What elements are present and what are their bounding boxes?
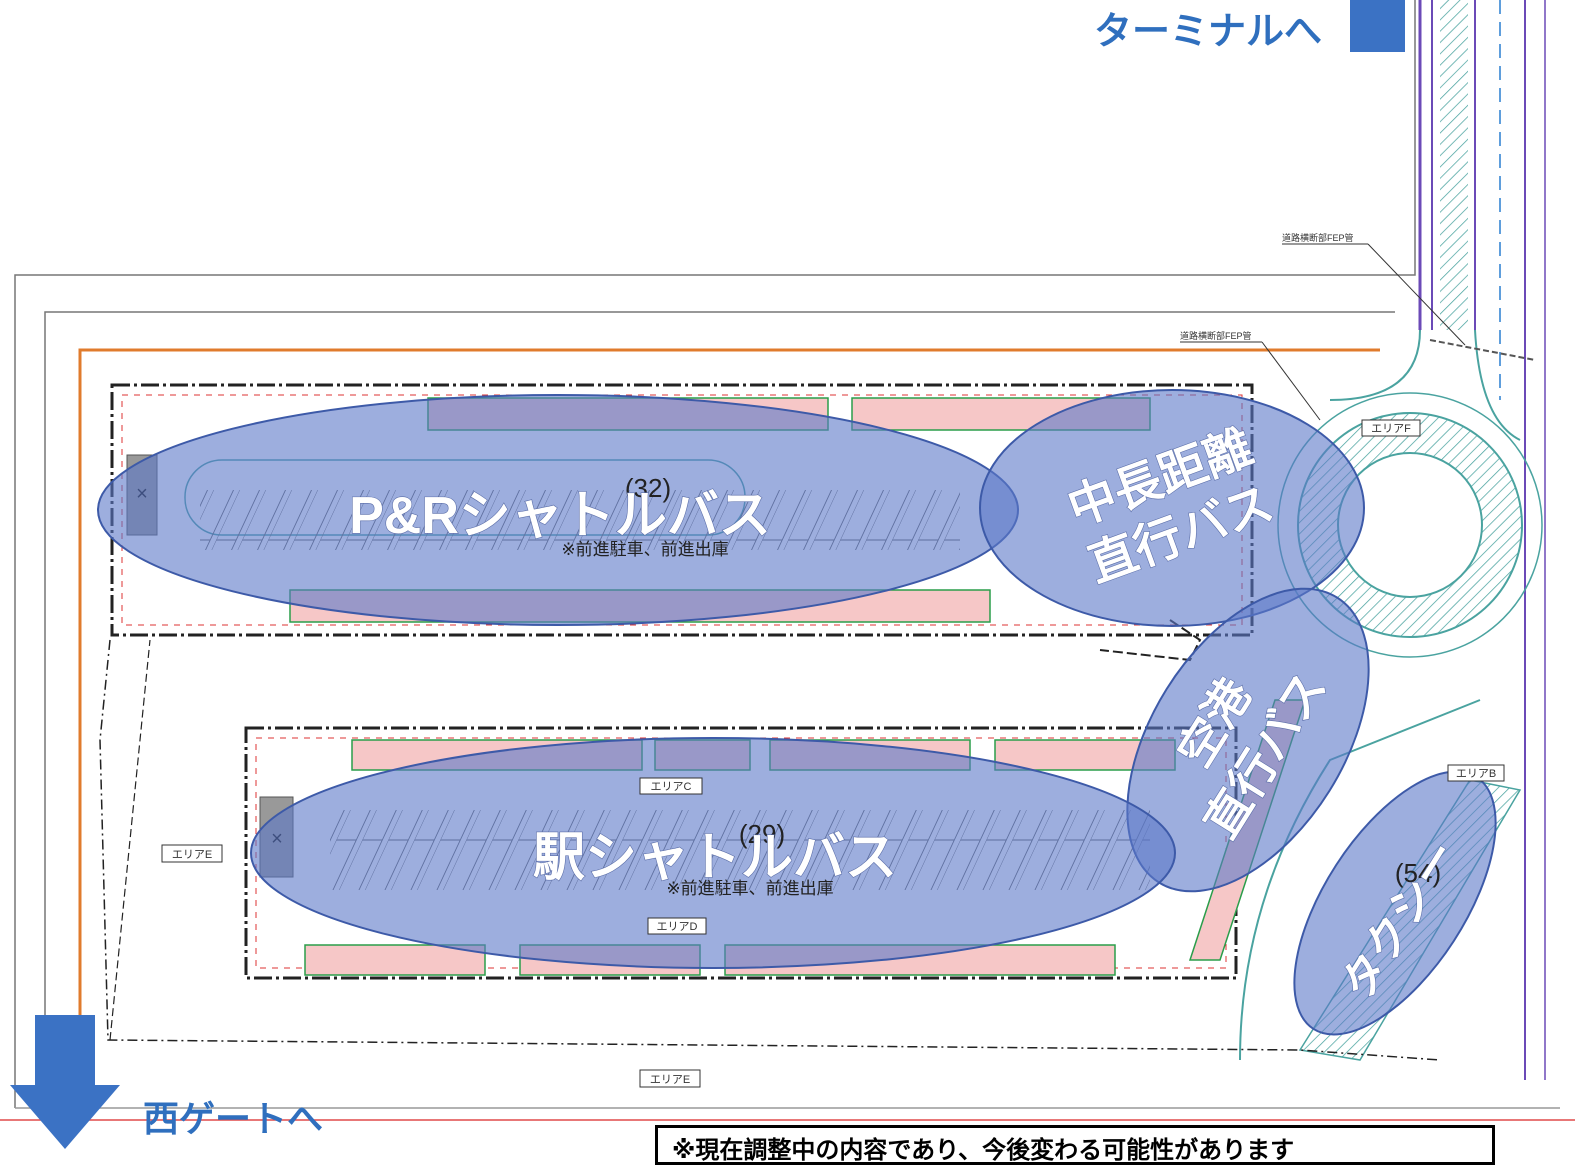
station-count-label: (29)	[739, 819, 785, 849]
station-shuttle-zone	[250, 737, 1176, 969]
svg-text:エリアC: エリアC	[651, 781, 692, 793]
area-tag-b: エリアB	[1447, 764, 1505, 782]
svg-text:エリアE: エリアE	[172, 849, 212, 861]
svg-text:エリアF: エリアF	[1371, 423, 1411, 435]
svg-text:エリアE: エリアE	[650, 1074, 690, 1086]
zone-overlays	[97, 389, 1497, 1036]
pipe-annotation-upper: 道路横断部FEP管	[1282, 232, 1466, 346]
area-tag-c: エリアC	[639, 777, 703, 795]
taxi-count-label: (54)	[1395, 858, 1441, 888]
site-boundary	[0, 0, 1575, 1121]
area-tag-f: エリアF	[1361, 419, 1421, 437]
west-gate-arrow-icon	[10, 1015, 120, 1149]
station-shuttle-label: 駅シャトルバス	[533, 829, 897, 887]
area-tag-e-left: エリアE	[161, 844, 223, 863]
terminal-direction-label: ターミナルへ	[1094, 11, 1323, 53]
pr-note-label: ※前進駐車、前進出庫	[561, 540, 728, 559]
long-distance-zone	[979, 389, 1365, 627]
pipe-annotation-lower: 道路横断部FEP管	[1180, 330, 1321, 421]
station-note-label: ※前進駐車、前進出庫	[666, 879, 833, 898]
area-tag-e-bottom: エリアE	[639, 1069, 701, 1088]
svg-text:道路横断部FEP管: 道路横断部FEP管	[1180, 330, 1252, 341]
footnote-box: ※現在調整中の内容であり、今後変わる可能性があります	[655, 1125, 1495, 1165]
terminal-direction-marker	[1350, 0, 1405, 52]
area-tag-d: エリアD	[647, 917, 707, 935]
west-gate-direction-label: 西ゲートへ	[143, 1098, 324, 1139]
access-road	[1329, 0, 1546, 1080]
pr-count-label: (32)	[625, 473, 671, 503]
svg-text:エリアD: エリアD	[657, 921, 698, 933]
pr-shuttle-label: P&Rシャトルバス	[349, 487, 771, 545]
svg-text:道路横断部FEP管: 道路横断部FEP管	[1282, 232, 1354, 243]
cable-route	[99, 639, 1441, 1061]
svg-text:エリアB: エリアB	[1456, 768, 1496, 780]
